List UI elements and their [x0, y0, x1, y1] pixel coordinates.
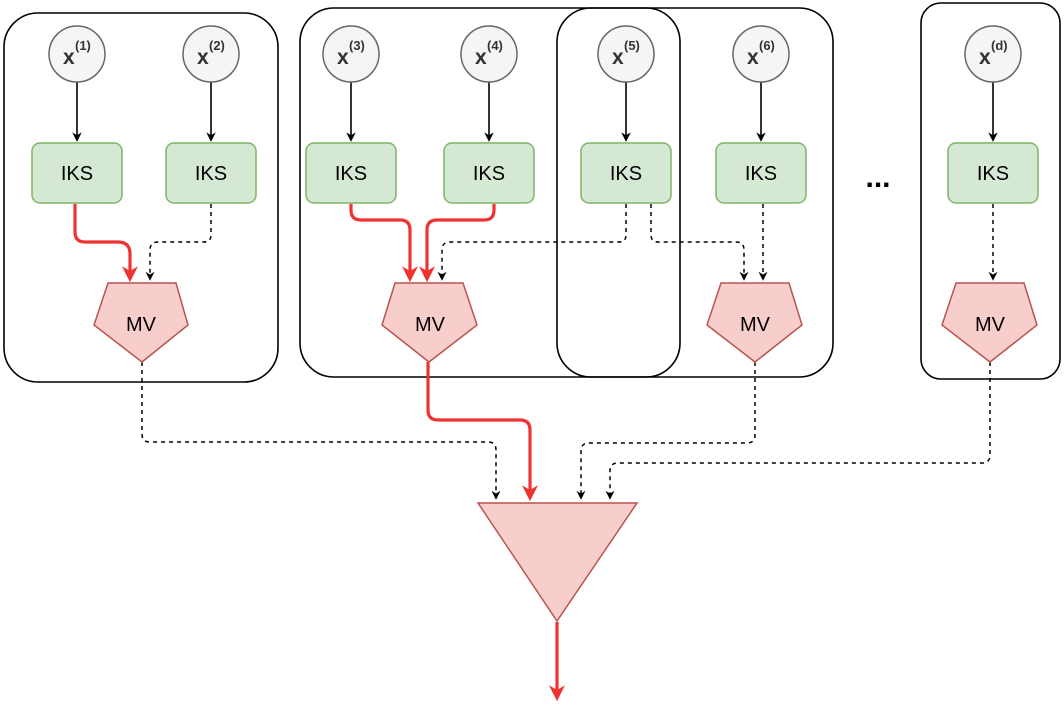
input-label-d: x: [979, 46, 991, 69]
edge-iks5-mv3: [650, 204, 749, 281]
iks-label-5: IKS: [610, 163, 642, 185]
edge-iks4-mv2-active: [419, 204, 496, 283]
edge-iks3-mv2-active: [349, 204, 418, 283]
input-sup-3: (3): [349, 38, 365, 53]
input-sup-6: (6): [759, 38, 775, 53]
input-sup-2: (2): [209, 38, 225, 53]
edge-mv2-aggregator-active: [426, 362, 538, 502]
active-edges: [73, 204, 565, 702]
edge-iks1-mv1-active: [73, 204, 138, 283]
iks-label-2: IKS: [195, 163, 227, 185]
iks-label-1: IKS: [61, 163, 93, 185]
mv-label-2: MV: [415, 314, 446, 336]
iks-label-4: IKS: [473, 163, 505, 185]
input-arrows: [72, 82, 998, 142]
iks-box-6: IKS: [715, 142, 807, 204]
iks-box-d: IKS: [947, 142, 1039, 204]
iks-label-6: IKS: [745, 163, 777, 185]
edge-iks5-mv2: [437, 204, 627, 281]
input-node-4: x (4): [460, 25, 518, 83]
input-node-5: x (5): [597, 25, 655, 83]
input-sup-5: (5): [624, 38, 640, 53]
iks-box-2: IKS: [165, 142, 257, 204]
mv-node-2: MV: [381, 282, 478, 363]
input-label-5: x: [612, 46, 624, 69]
input-node-d: x (d): [964, 25, 1022, 83]
edge-mv3-aggregator: [576, 362, 756, 500]
input-label-1: x: [63, 46, 75, 69]
mv-node-1: MV: [93, 282, 189, 363]
group-box-2: [299, 7, 681, 378]
inactive-edges: [141, 204, 998, 500]
input-node-6: x (6): [732, 25, 790, 83]
iks-box-3: IKS: [305, 142, 397, 204]
input-node-2: x (2): [182, 25, 240, 83]
input-label-6: x: [747, 46, 759, 69]
input-sup-4: (4): [487, 38, 503, 53]
mv-node-3: MV: [706, 282, 803, 363]
input-sup-d: (d): [991, 38, 1008, 53]
input-label-3: x: [337, 46, 349, 69]
ellipsis-label: ...: [865, 161, 890, 194]
edge-mvd-aggregator: [605, 362, 991, 500]
group-box-3: [556, 7, 834, 378]
edge-iks2-mv1: [145, 204, 212, 281]
group-box-1: [3, 12, 279, 383]
mv-label-1: MV: [126, 314, 157, 336]
mv-label-d: MV: [975, 314, 1006, 336]
iks-box-5: IKS: [580, 142, 672, 204]
input-node-3: x (3): [322, 25, 380, 83]
input-sup-1: (1): [75, 38, 91, 53]
iks-label-d: IKS: [977, 163, 1009, 185]
edge-mv1-aggregator: [141, 362, 501, 500]
input-nodes: x (1) x (2) x (3) x (4) x (5) x (6): [48, 25, 1022, 83]
aggregator-triangle: [476, 502, 639, 623]
input-node-1: x (1): [48, 25, 106, 83]
iks-box-4: IKS: [443, 142, 535, 204]
iks-boxes: IKS IKS IKS IKS IKS IKS IKS: [31, 142, 1039, 204]
mv-node-d: MV: [941, 282, 1038, 363]
input-label-2: x: [197, 46, 209, 69]
mv-label-3: MV: [740, 314, 771, 336]
input-label-4: x: [475, 46, 487, 69]
mv-nodes: MV MV MV MV: [93, 282, 1038, 363]
iks-label-3: IKS: [335, 163, 367, 185]
iks-box-1: IKS: [31, 142, 123, 204]
